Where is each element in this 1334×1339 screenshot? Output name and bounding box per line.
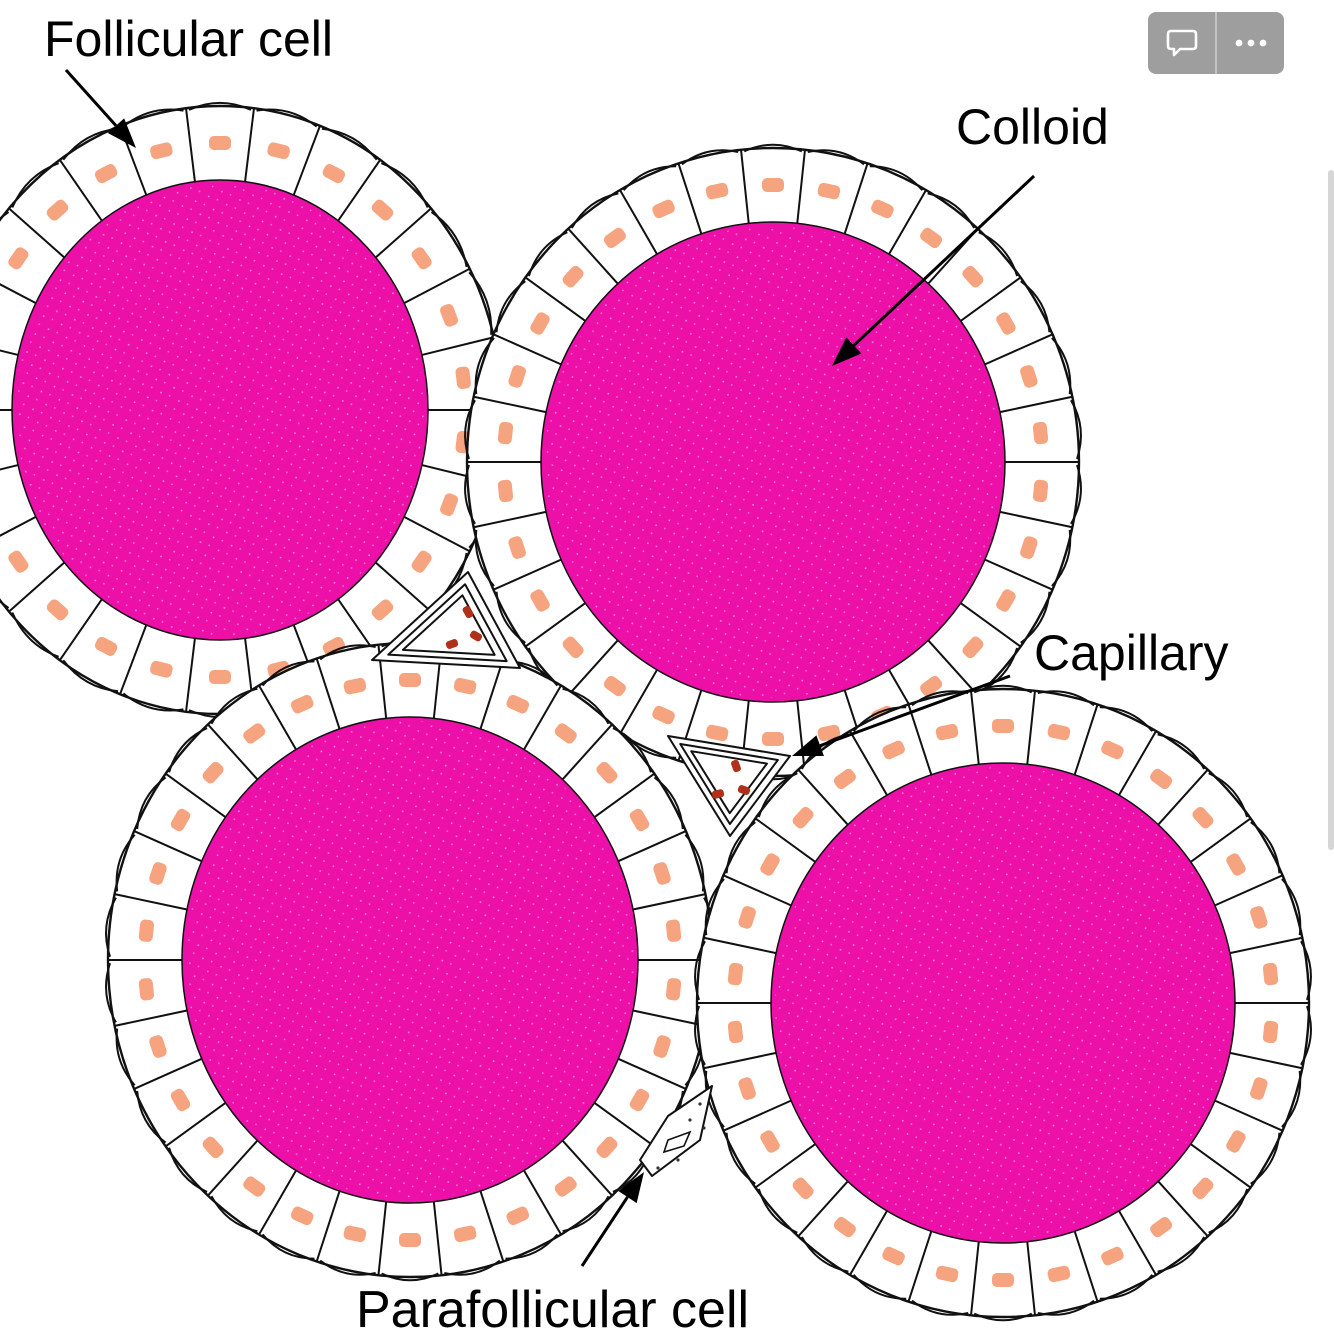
nucleus [497, 421, 513, 444]
nucleus [992, 719, 1014, 733]
follicular-cell-label: Follicular cell [44, 14, 333, 64]
ellipsis-icon [1233, 38, 1269, 48]
nucleus [1262, 1020, 1278, 1043]
colloid-texture [16, 184, 424, 636]
nucleus [727, 962, 743, 985]
nucleus [138, 978, 154, 1001]
follicle-bottom-right [695, 686, 1311, 1321]
nucleus [1262, 962, 1278, 985]
nucleus [399, 1233, 421, 1247]
nucleus [1032, 479, 1048, 502]
nucleus [992, 1273, 1014, 1287]
nucleus [727, 1020, 743, 1043]
comment-button[interactable] [1148, 12, 1215, 74]
nucleus [399, 673, 421, 687]
image-toolbar [1148, 12, 1284, 74]
nucleus [762, 732, 784, 746]
nucleus [665, 978, 681, 1001]
follicle-bottom-left [106, 640, 714, 1281]
colloid-texture [775, 767, 1231, 1239]
nucleus [209, 670, 231, 684]
colloid-label: Colloid [956, 102, 1109, 152]
speech-bubble-icon [1165, 27, 1199, 59]
nucleus [209, 136, 231, 150]
parafollicular-cell-label: Parafollicular cell [356, 1284, 749, 1336]
more-options-button[interactable] [1215, 12, 1284, 74]
nucleus [1032, 421, 1048, 444]
nucleus [497, 479, 513, 502]
nucleus [762, 178, 784, 192]
colloid-texture [545, 226, 1001, 698]
nucleus [455, 366, 472, 390]
nucleus [138, 919, 154, 942]
colloid-texture [186, 721, 634, 1199]
capillary-label: Capillary [1034, 628, 1229, 678]
scrollbar-edge [1328, 170, 1334, 850]
nucleus [665, 919, 681, 942]
